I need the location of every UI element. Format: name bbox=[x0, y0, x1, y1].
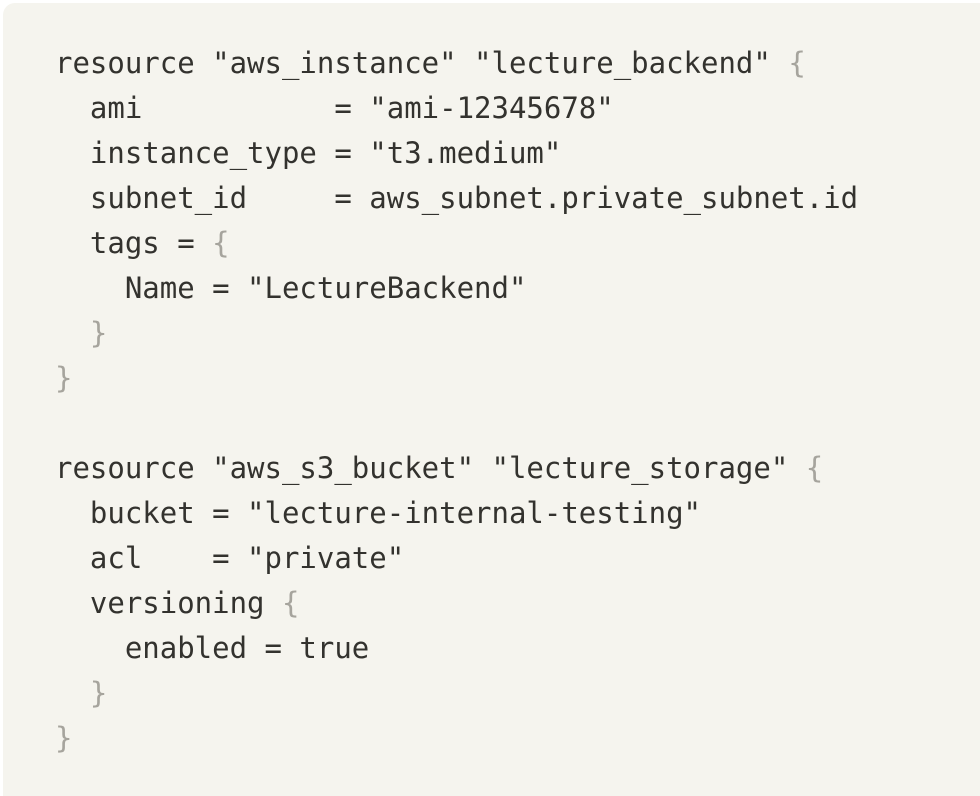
code-text: resource "aws_instance" "lecture_backend… bbox=[55, 46, 789, 80]
code-text: versioning bbox=[55, 586, 282, 620]
code-line: resource "aws_s3_bucket" "lecture_storag… bbox=[55, 446, 960, 491]
terraform-code: resource "aws_instance" "lecture_backend… bbox=[3, 3, 980, 781]
code-text: enabled = true bbox=[55, 631, 370, 665]
code-line: } bbox=[55, 671, 960, 716]
code-text: instance_type = "t3.medium" bbox=[55, 136, 562, 170]
brace-punctuation: { bbox=[805, 451, 824, 485]
code-text: subnet_id = aws_subnet.private_subnet.id bbox=[55, 181, 859, 215]
code-line: enabled = true bbox=[55, 626, 960, 671]
code-line bbox=[55, 401, 960, 446]
code-line: } bbox=[55, 716, 960, 761]
code-line: bucket = "lecture-internal-testing" bbox=[55, 491, 960, 536]
code-text: Name = "LectureBackend" bbox=[55, 271, 527, 305]
code-line: resource "aws_instance" "lecture_backend… bbox=[55, 41, 960, 86]
brace-punctuation: } bbox=[55, 721, 73, 755]
code-text bbox=[55, 676, 90, 710]
code-line: acl = "private" bbox=[55, 536, 960, 581]
code-line: subnet_id = aws_subnet.private_subnet.id bbox=[55, 176, 960, 221]
code-text: acl = "private" bbox=[55, 541, 405, 575]
code-line: Name = "LectureBackend" bbox=[55, 266, 960, 311]
code-line: versioning { bbox=[55, 581, 960, 626]
code-line: } bbox=[55, 311, 960, 356]
code-text: tags = bbox=[55, 226, 213, 260]
code-block-panel: resource "aws_instance" "lecture_backend… bbox=[3, 3, 980, 796]
brace-punctuation: { bbox=[281, 586, 300, 620]
code-text bbox=[55, 316, 90, 350]
brace-punctuation: { bbox=[212, 226, 230, 260]
code-text: bucket = "lecture-internal-testing" bbox=[55, 496, 702, 530]
brace-punctuation: } bbox=[55, 361, 73, 395]
code-line: ami = "ami-12345678" bbox=[55, 86, 960, 131]
brace-punctuation: } bbox=[89, 316, 108, 350]
code-line: } bbox=[55, 356, 960, 401]
brace-punctuation: { bbox=[788, 46, 806, 80]
code-text: resource "aws_s3_bucket" "lecture_storag… bbox=[55, 451, 806, 485]
code-line: tags = { bbox=[55, 221, 960, 266]
brace-punctuation: } bbox=[89, 676, 108, 710]
code-line: instance_type = "t3.medium" bbox=[55, 131, 960, 176]
code-text: ami = "ami-12345678" bbox=[55, 91, 614, 125]
